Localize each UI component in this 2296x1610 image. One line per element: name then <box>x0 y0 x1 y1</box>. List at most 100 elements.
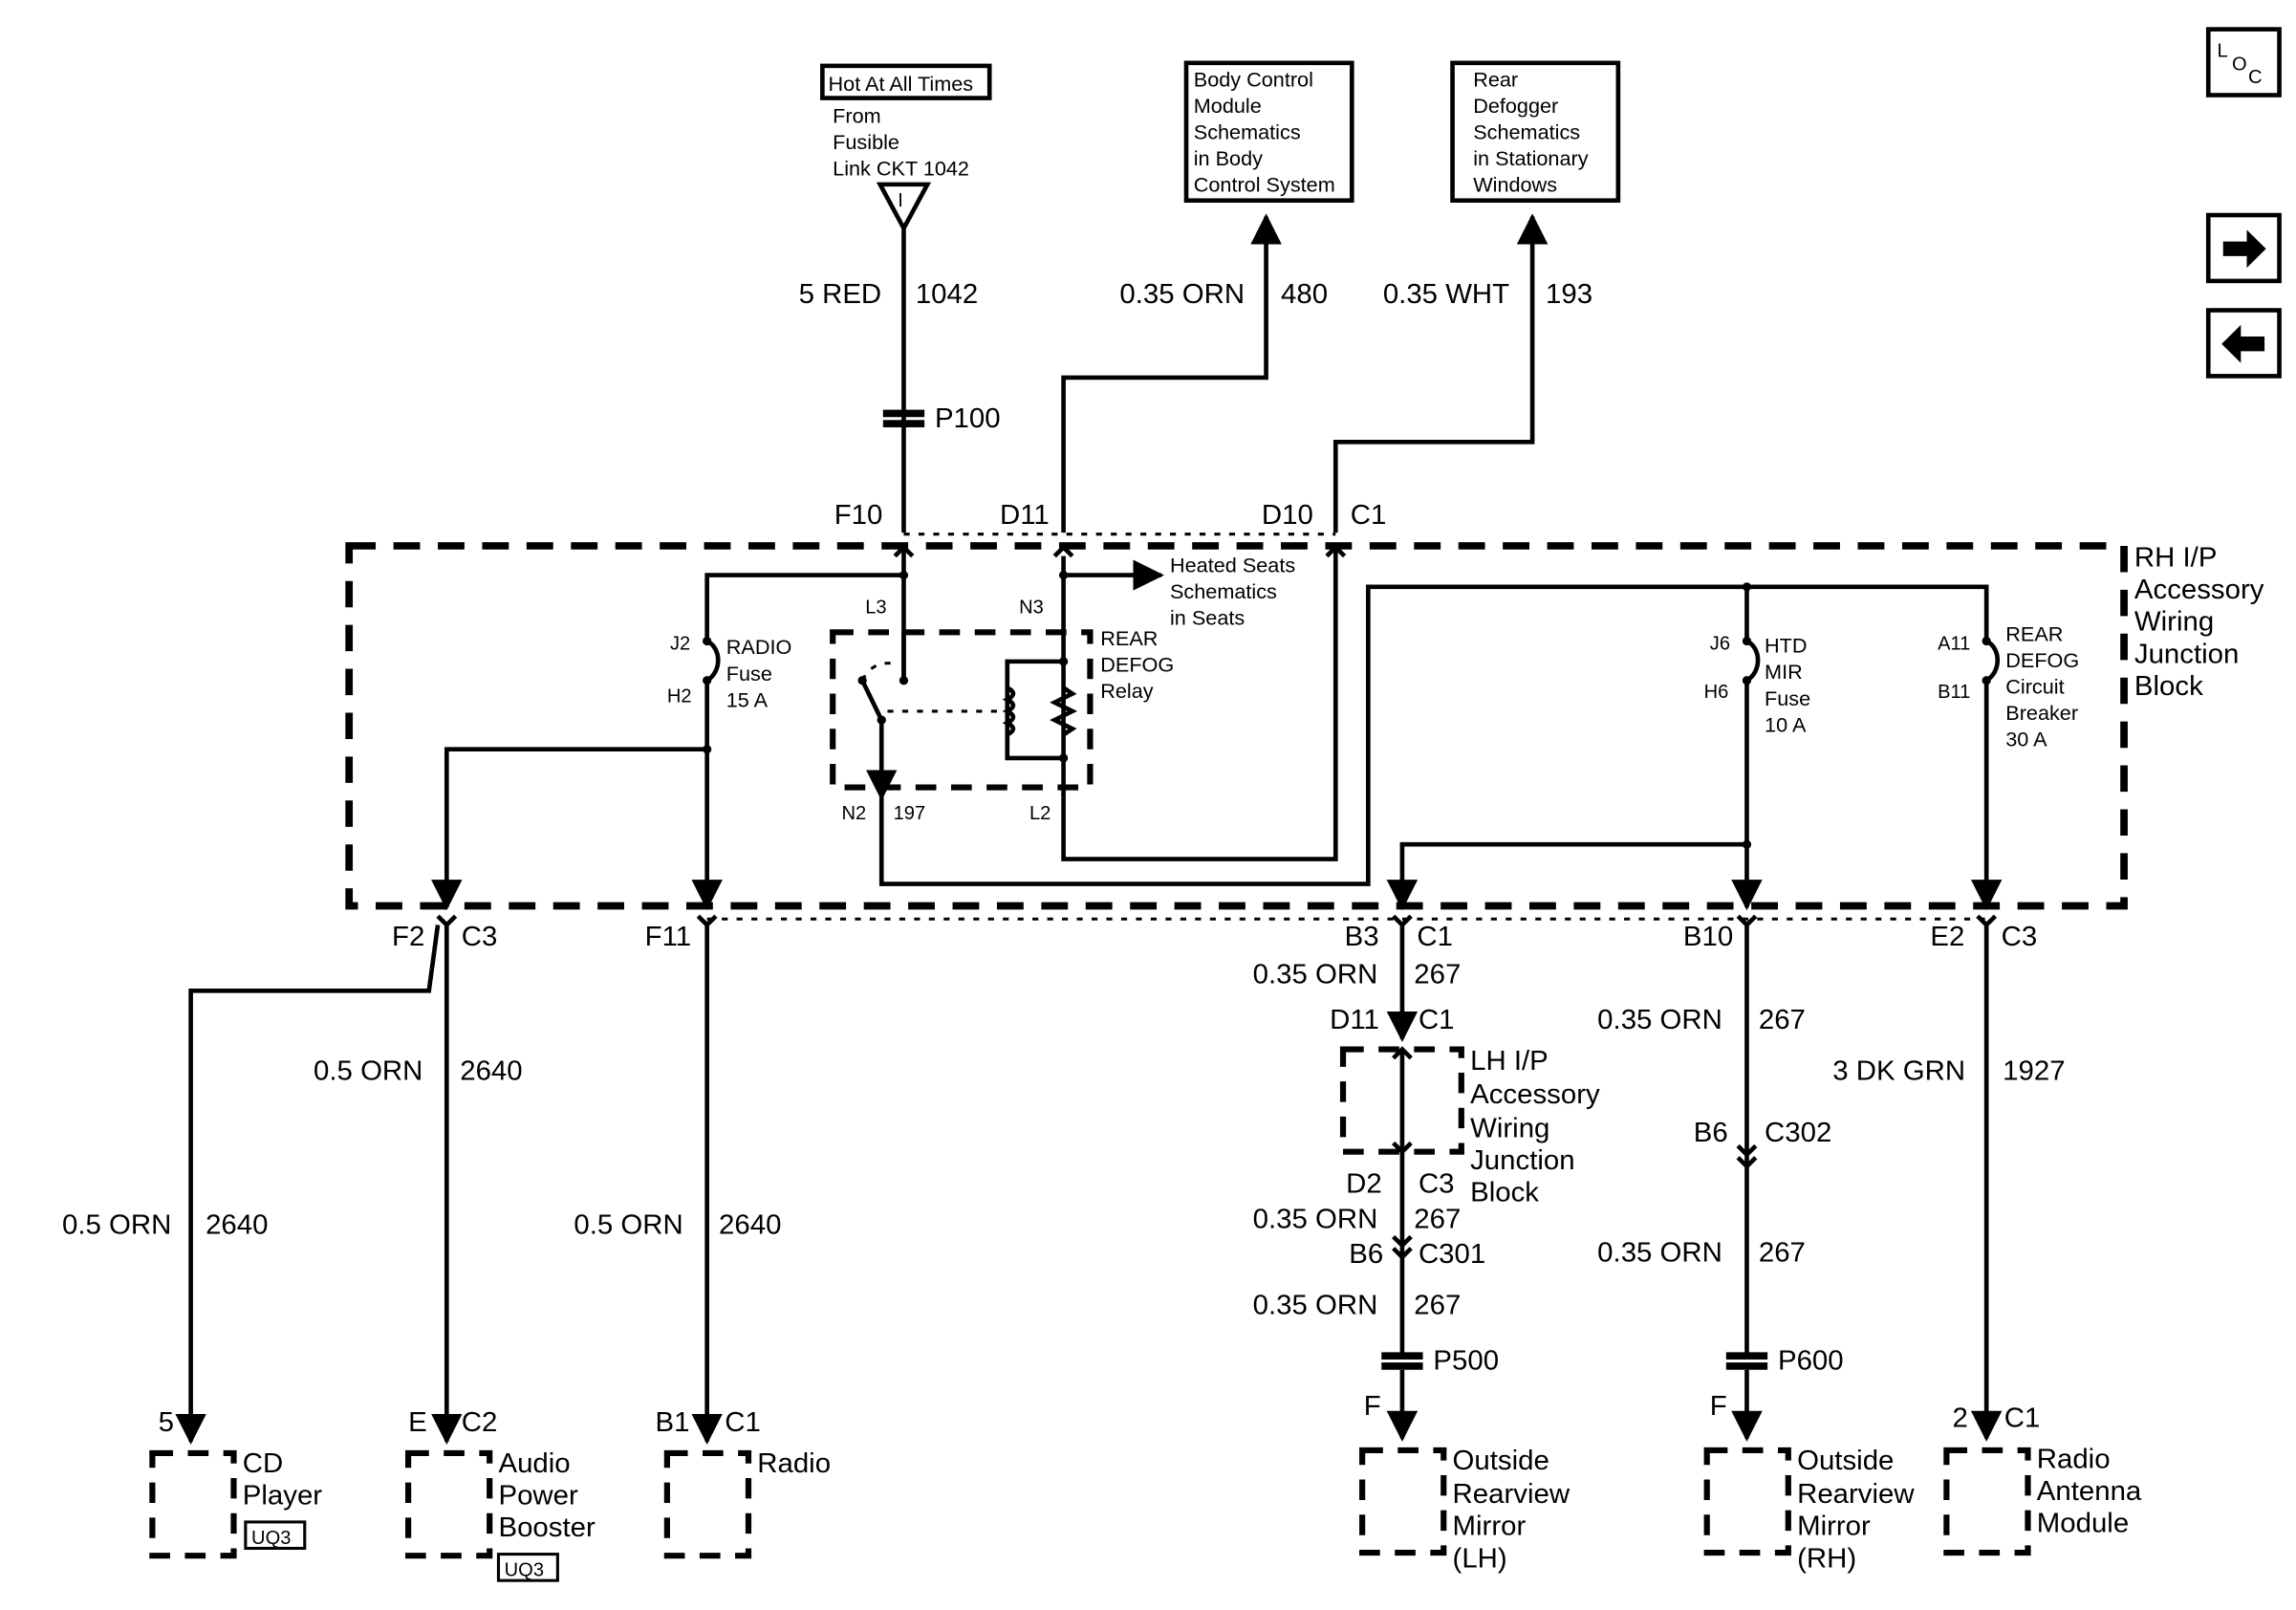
wire-267-lh-b-gauge: 0.35 ORN <box>1253 1204 1378 1234</box>
wire-480-gauge: 0.35 ORN <box>1119 279 1245 310</box>
wire-267-lh-c-gauge: 0.35 ORN <box>1253 1291 1378 1321</box>
wire-cd-circuit: 2640 <box>206 1210 268 1241</box>
svg-text:Module: Module <box>1194 95 1262 118</box>
location-icon[interactable]: L O C <box>2205 27 2282 98</box>
svg-text:Hot At All Times: Hot At All Times <box>829 73 974 96</box>
pin-amp-e: E <box>408 1407 427 1438</box>
arrow-right-icon[interactable] <box>2205 212 2282 284</box>
connector-c3-right: C3 <box>2002 922 2038 952</box>
svg-text:Audio: Audio <box>498 1448 570 1479</box>
pin-a11: A11 <box>1938 634 1970 655</box>
svg-text:REAR: REAR <box>2005 623 2063 646</box>
wire-267-rh-a-gauge: 0.35 ORN <box>1597 1005 1722 1035</box>
pin-b6-rh: B6 <box>1694 1118 1728 1148</box>
svg-text:Booster: Booster <box>498 1512 596 1543</box>
svg-text:C: C <box>2248 67 2263 88</box>
svg-text:From: From <box>833 105 881 128</box>
svg-text:Wiring: Wiring <box>1470 1113 1549 1143</box>
svg-text:DEFOG: DEFOG <box>2005 649 2079 672</box>
pin-b10: B10 <box>1683 922 1733 952</box>
svg-text:Outside: Outside <box>1453 1446 1549 1476</box>
wire-amp-gauge: 0.5 ORN <box>314 1056 422 1087</box>
svg-text:Mirror: Mirror <box>1453 1512 1527 1542</box>
pin-radio-b1: B1 <box>655 1407 689 1438</box>
svg-text:in Seats: in Seats <box>1170 607 1245 630</box>
wire-cd-gauge: 0.5 ORN <box>62 1210 171 1241</box>
svg-text:UQ3: UQ3 <box>505 1560 544 1581</box>
svg-text:Rearview: Rearview <box>1797 1479 1915 1510</box>
connector-radio-c1: C1 <box>725 1407 761 1438</box>
svg-text:30 A: 30 A <box>2005 729 2047 751</box>
audio-power-booster-label: Audio Power Booster <box>498 1448 596 1543</box>
outside-mirror-lh-label: Outside Rearview Mirror (LH) <box>1453 1446 1570 1574</box>
connector-c301: C301 <box>1419 1239 1485 1270</box>
pin-f10: F10 <box>834 500 883 531</box>
pin-f2: F2 <box>392 922 424 952</box>
svg-text:REAR: REAR <box>1100 627 1158 650</box>
svg-text:Radio: Radio <box>2037 1444 2111 1474</box>
svg-text:Breaker: Breaker <box>2005 702 2078 725</box>
cd-player-label: CD Player <box>243 1448 323 1512</box>
pin-d11: D11 <box>1000 500 1050 531</box>
svg-text:I: I <box>898 190 903 211</box>
connector-c1-lh: C1 <box>1419 1005 1455 1035</box>
svg-text:RH I/P: RH I/P <box>2134 543 2218 574</box>
svg-text:Module: Module <box>2037 1509 2129 1539</box>
wire-267-rh-b-circuit: 267 <box>1759 1238 1806 1269</box>
pin-d11-lh: D11 <box>1330 1005 1379 1035</box>
pin-e2: E2 <box>1930 922 1964 952</box>
radio-fuse-label: RADIO Fuse 15 A <box>726 636 792 711</box>
pin-j2: J2 <box>670 634 690 655</box>
svg-text:P500: P500 <box>1433 1346 1499 1377</box>
svg-text:Defogger: Defogger <box>1473 95 1558 118</box>
svg-text:Circuit: Circuit <box>2005 676 2064 699</box>
connector-c1-top: C1 <box>1351 500 1387 531</box>
svg-text:Block: Block <box>2134 671 2203 702</box>
wire-1927-circuit: 1927 <box>2003 1056 2065 1087</box>
wire-1042-gauge: 5 RED <box>799 279 882 310</box>
wire-197-circuit: 197 <box>894 803 926 824</box>
pin-l3: L3 <box>865 597 886 618</box>
svg-text:Relay: Relay <box>1100 680 1154 703</box>
cd-player-outline <box>149 1449 237 1559</box>
svg-text:DEFOG: DEFOG <box>1100 654 1174 677</box>
heated-seats-reference: Heated Seats Schematics in Seats <box>1170 555 1295 630</box>
pin-b11: B11 <box>1938 682 1970 703</box>
radio-antenna-module-outline <box>1943 1447 2031 1556</box>
svg-text:Heated Seats: Heated Seats <box>1170 555 1295 577</box>
lh-ip-junction-block-outline <box>1339 1046 1464 1155</box>
svg-text:in Body: in Body <box>1194 147 1263 170</box>
pin-h2: H2 <box>667 686 692 707</box>
hot-at-all-times-box: Hot At All Times <box>820 63 992 100</box>
radio-label: Radio <box>757 1448 831 1479</box>
uq3-badge-cd: UQ3 <box>244 1520 307 1551</box>
wire-1927-gauge: 3 DK GRN <box>1832 1056 1965 1087</box>
rear-defog-relay-label: REAR DEFOG Relay <box>1100 627 1174 703</box>
outside-mirror-rh-label: Outside Rearview Mirror (RH) <box>1797 1446 1915 1574</box>
svg-text:10 A: 10 A <box>1765 713 1807 736</box>
svg-text:Block: Block <box>1470 1178 1539 1208</box>
connector-c3-lh: C3 <box>1419 1169 1455 1200</box>
outside-mirror-rh-outline <box>1703 1447 1791 1556</box>
connector-antenna-c1: C1 <box>2004 1403 2041 1434</box>
rear-defog-relay-outline <box>830 629 1094 791</box>
pin-antenna-2: 2 <box>1953 1403 1968 1434</box>
wire-267-rh-b-gauge: 0.35 ORN <box>1597 1238 1722 1269</box>
svg-text:P600: P600 <box>1778 1346 1844 1377</box>
splice-p500: P500 <box>1381 1346 1499 1377</box>
svg-text:O: O <box>2232 54 2247 76</box>
svg-text:MIR: MIR <box>1765 661 1803 684</box>
svg-text:Mirror: Mirror <box>1797 1512 1871 1542</box>
connector-c302: C302 <box>1765 1118 1831 1148</box>
svg-text:Windows: Windows <box>1473 174 1557 197</box>
svg-text:Wiring: Wiring <box>2134 607 2214 638</box>
arrow-left-icon[interactable] <box>2205 308 2282 379</box>
splice-p600: P600 <box>1725 1346 1844 1377</box>
svg-text:Schematics: Schematics <box>1473 121 1580 144</box>
wire-193-gauge: 0.35 WHT <box>1383 279 1509 310</box>
svg-text:Power: Power <box>498 1481 578 1512</box>
svg-text:RADIO: RADIO <box>726 636 792 659</box>
svg-text:Link CKT 1042: Link CKT 1042 <box>833 158 969 181</box>
pin-b6-lh: B6 <box>1349 1239 1383 1270</box>
